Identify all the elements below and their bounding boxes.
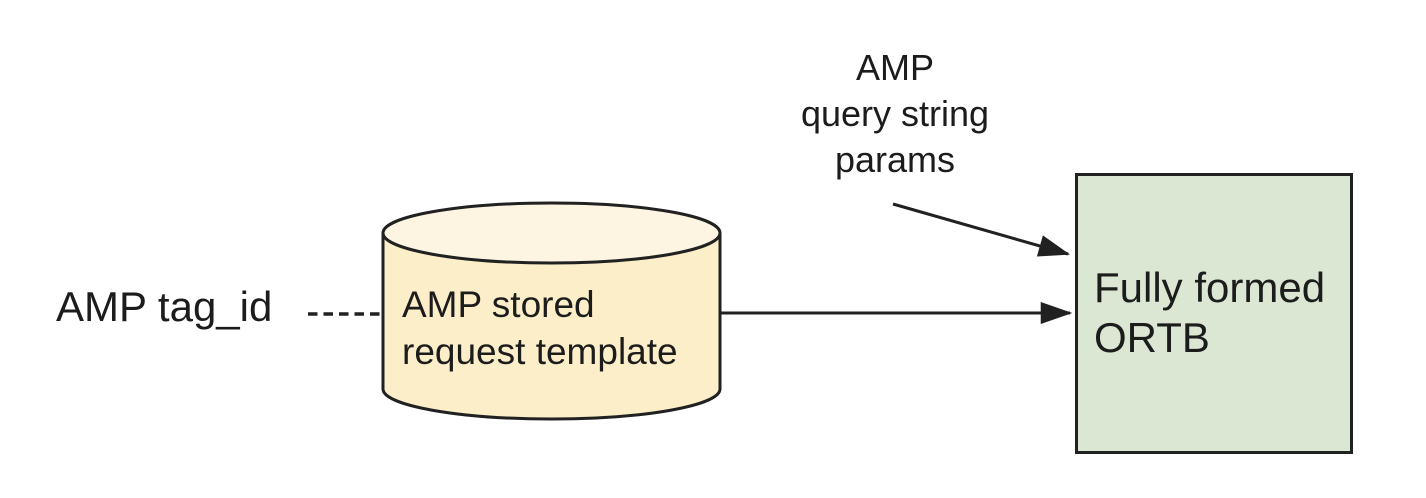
amp-query-string-params-label: AMP query string params <box>770 45 1020 183</box>
amp-query-string-params-line2: query string <box>800 93 990 134</box>
amp-query-string-params-line3: params <box>834 139 956 180</box>
stored-request-cylinder-label: AMP stored request template <box>402 281 678 375</box>
stored-request-cylinder-top <box>381 201 722 265</box>
stored-request-cylinder-line1: AMP stored <box>402 284 595 325</box>
ortb-box-shape <box>1075 173 1353 454</box>
ortb-box-label: Fully formed ORTB <box>1094 263 1325 363</box>
stored-request-cylinder-line2: request template <box>402 331 678 372</box>
ortb-box-line1: Fully formed <box>1094 264 1326 311</box>
stored-request-cylinder-body <box>381 233 722 421</box>
queryparams-to-ortb-arrow <box>892 202 1071 257</box>
amp-tag-id-label: AMP tag_id <box>56 283 273 330</box>
ortb-box-line2: ORTB <box>1094 314 1210 361</box>
amp-query-string-params-line1: AMP <box>855 47 934 88</box>
